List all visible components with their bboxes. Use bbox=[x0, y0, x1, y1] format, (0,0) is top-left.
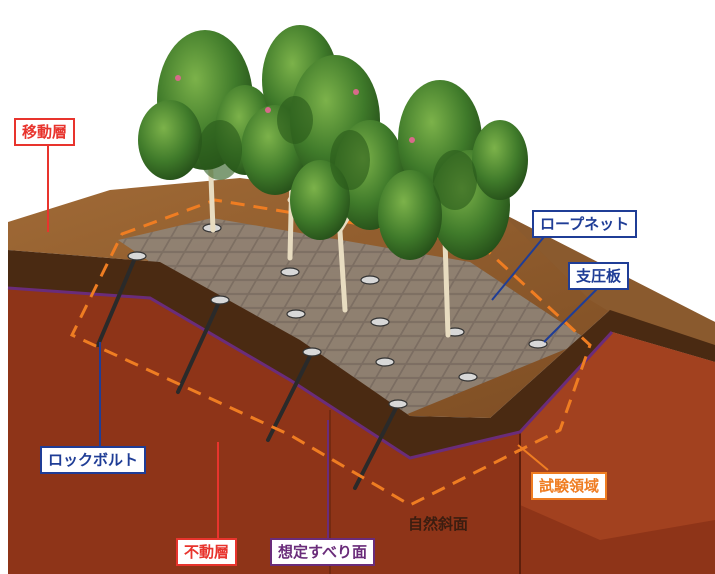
rock-bolts bbox=[96, 256, 400, 490]
moving-layer-label: 移動層 bbox=[14, 118, 76, 146]
rope-net-area bbox=[118, 218, 588, 415]
stable-layer-label: 不動層 bbox=[176, 538, 238, 566]
trees bbox=[138, 25, 528, 338]
slip-surface-line bbox=[7, 286, 614, 460]
rope-net-label: ロープネット bbox=[532, 210, 638, 238]
rock-bolt-label: ロックボルト bbox=[40, 446, 147, 474]
bearing-plate-label: 支圧板 bbox=[568, 262, 630, 290]
leader-lines bbox=[47, 145, 599, 540]
moving-layer-face bbox=[8, 250, 715, 458]
test-area-label: 試験領域 bbox=[531, 472, 608, 500]
natural-slope-label: 自然斜面 bbox=[408, 515, 469, 533]
slip-surface-label: 想定すべり面 bbox=[270, 538, 375, 566]
